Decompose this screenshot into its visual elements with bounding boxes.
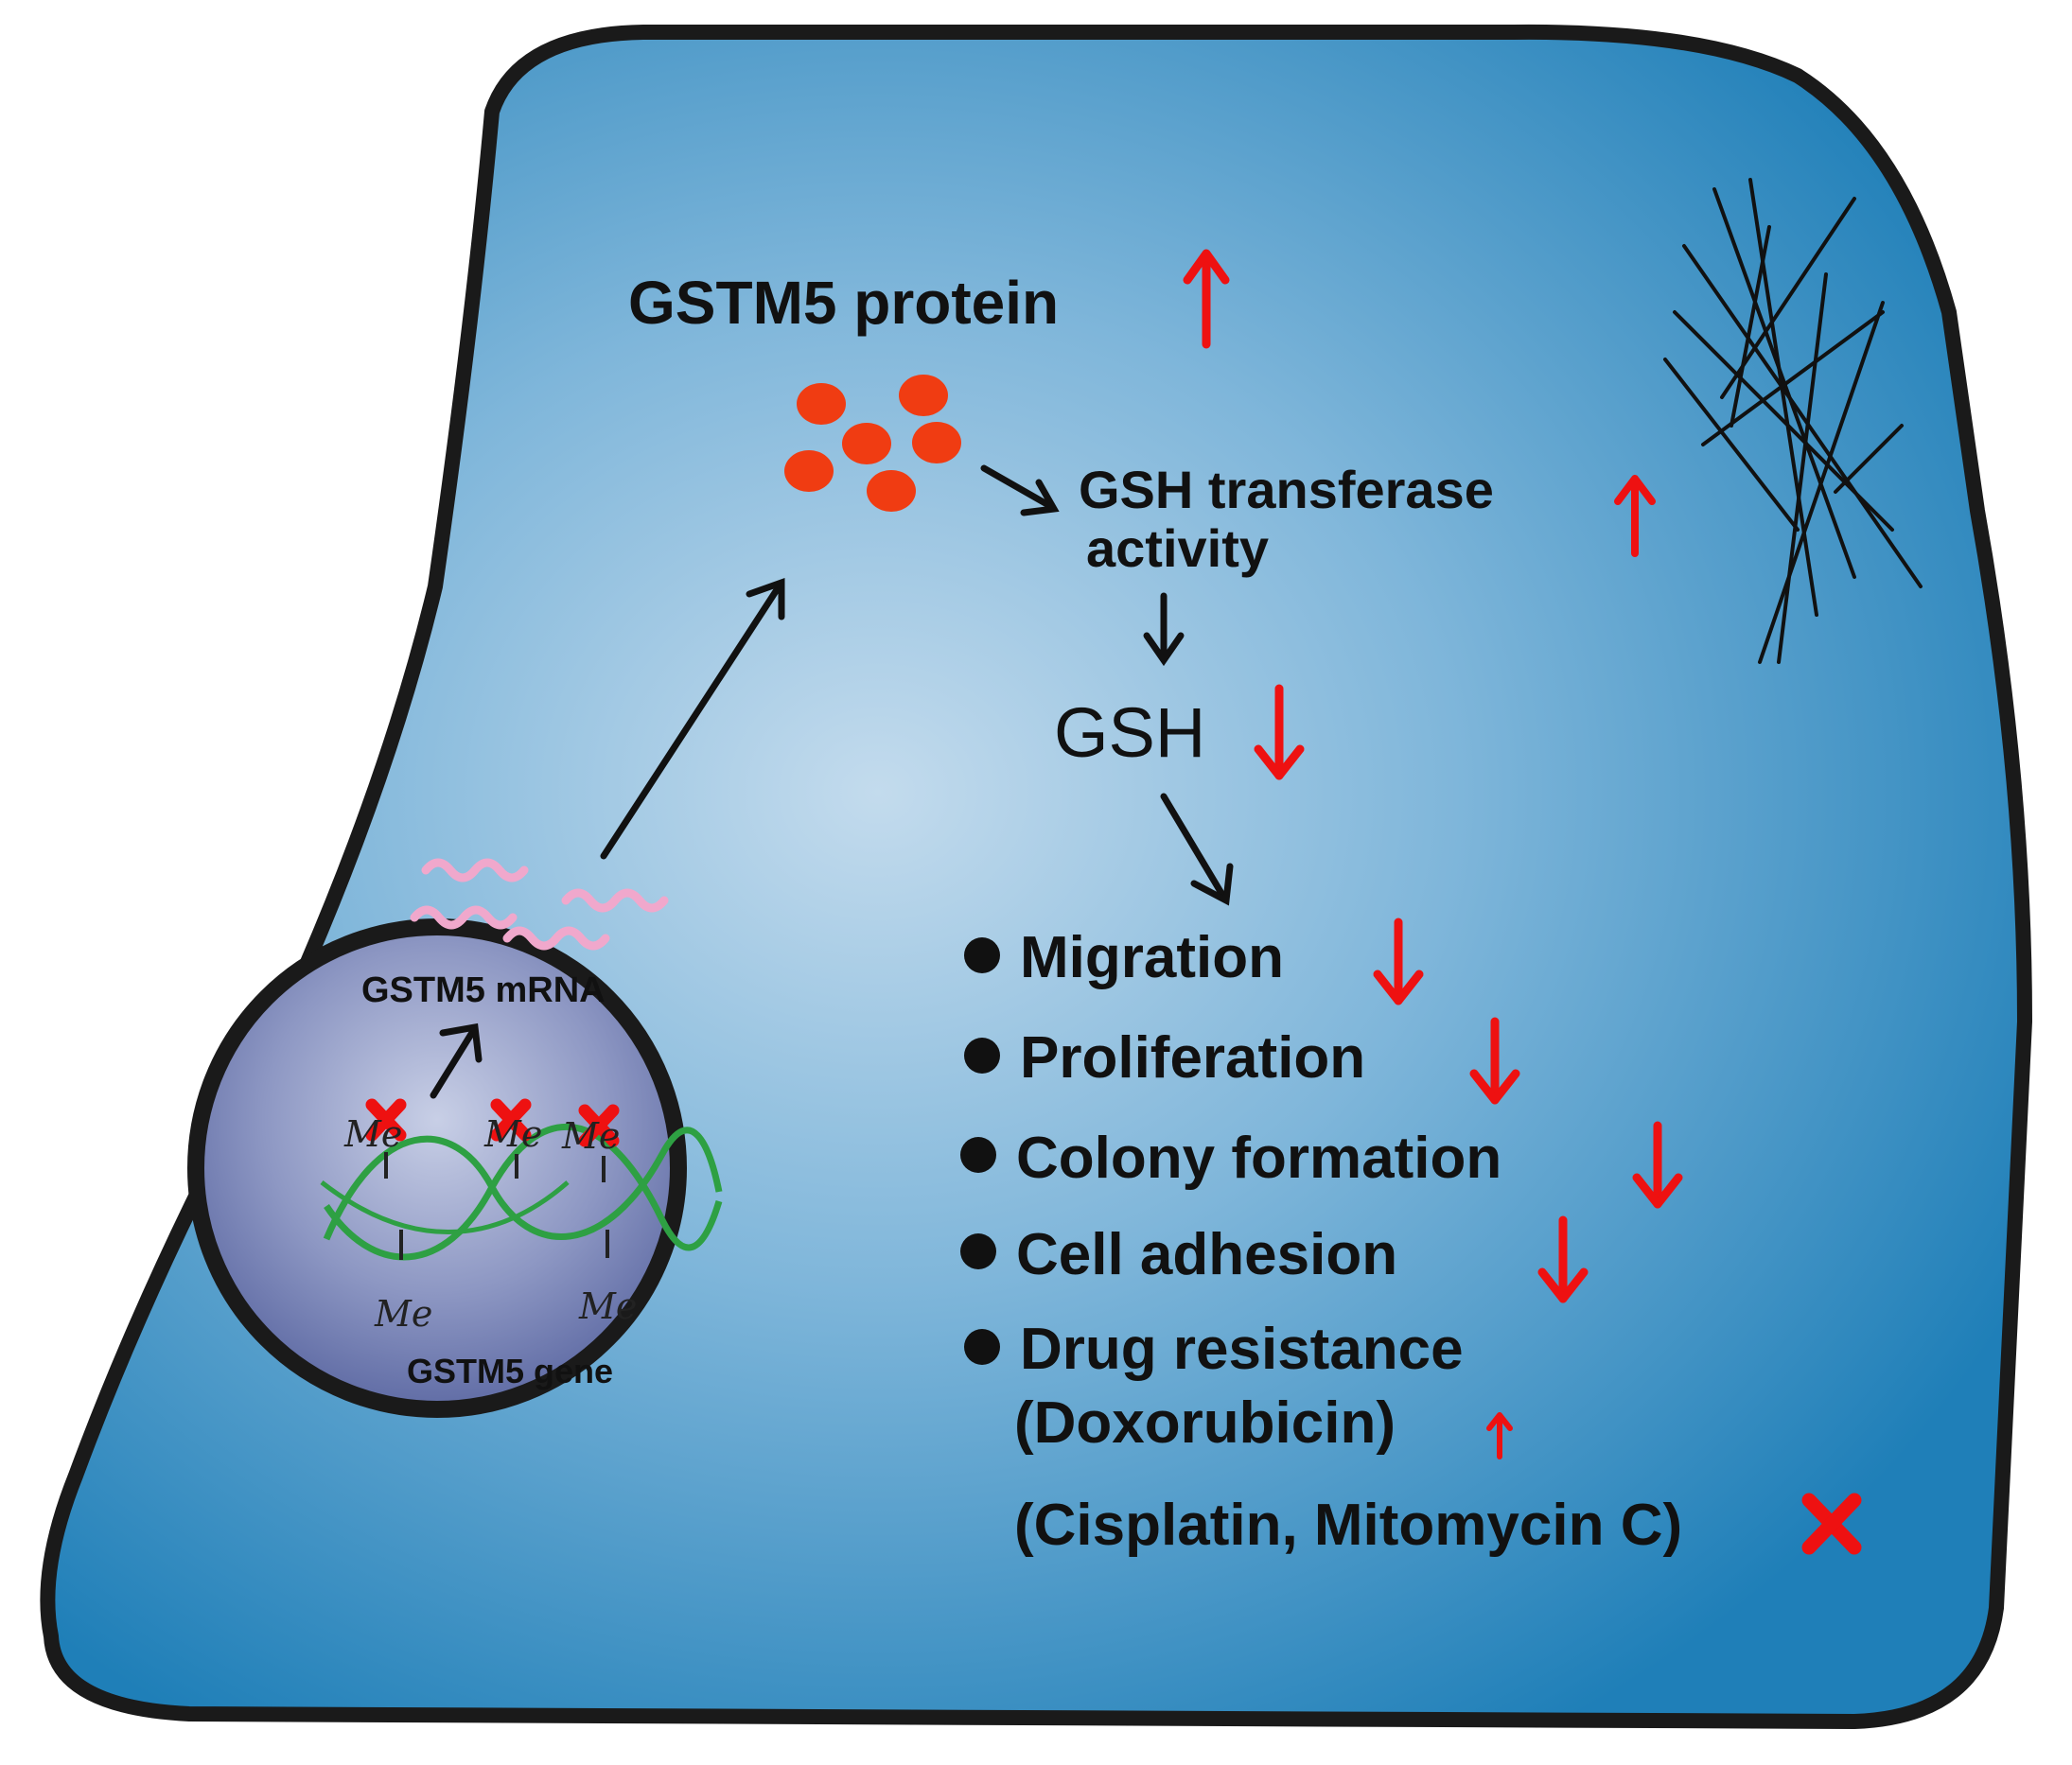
trend-arrows <box>1183 249 1683 1459</box>
drug-cisplatin-mitomycin: (Cisplatin, Mitomycin C) <box>1014 1493 1683 1558</box>
outcome-proliferation: Proliferation <box>1020 1025 1366 1091</box>
arrow-gene-to-mrna-icon <box>430 1022 483 1099</box>
arrow-nucleus-to-protein-icon <box>600 578 785 860</box>
down-arrow-icon <box>1373 917 1424 1005</box>
gsh-label: GSH <box>1054 693 1206 772</box>
methyl-mark: Me <box>375 1293 433 1335</box>
methyl-mark: Me <box>562 1115 621 1157</box>
gstm5-protein-label: GSTM5 protein <box>628 269 1060 337</box>
no-effect-x-icon <box>1801 1493 1862 1555</box>
flow-arrows <box>430 464 1234 1099</box>
gsh-transferase-label: GSH transferase <box>1079 460 1494 519</box>
methyl-mark: Me <box>484 1113 543 1155</box>
mrna-icon <box>410 858 669 951</box>
down-arrow-icon <box>1537 1215 1589 1303</box>
outcome-migration: Migration <box>1020 925 1284 990</box>
up-arrow-icon <box>1614 475 1656 557</box>
outcome-colony-formation: Colony formation <box>1016 1126 1502 1191</box>
no-effect-x-icon <box>365 1098 620 1147</box>
gstm5-protein-dots <box>784 375 961 512</box>
bullet-icon <box>960 937 1000 1365</box>
outcome-drug-resistance: Drug resistance <box>1020 1317 1464 1382</box>
down-arrow-icon <box>1632 1121 1683 1209</box>
up-arrow-icon <box>1183 249 1230 349</box>
cytoskeleton-fibers-icon <box>1663 178 1923 664</box>
down-arrow-icon <box>1469 1017 1520 1105</box>
methyl-mark: Me <box>344 1113 403 1155</box>
arrow-protein-to-transferase-icon <box>980 464 1060 516</box>
arrow-gsh-to-outcomes-icon <box>1160 793 1234 906</box>
methylation-sticks <box>384 1152 609 1260</box>
down-arrow-icon <box>1254 684 1305 780</box>
gsh-transferase-activity-label: activity <box>1086 518 1269 578</box>
nucleus <box>187 918 687 1418</box>
arrow-transferase-to-gsh-icon <box>1143 592 1185 667</box>
drug-doxorubicin: (Doxorubicin) <box>1014 1390 1396 1456</box>
gstm5-mrna-label: GSTM5 mRNA <box>361 970 606 1010</box>
methyl-mark: Me <box>579 1285 638 1327</box>
gstm5-gene-label: GSTM5 gene <box>407 1352 614 1390</box>
outcome-cell-adhesion: Cell adhesion <box>1016 1222 1398 1287</box>
up-arrow-icon <box>1486 1412 1513 1459</box>
